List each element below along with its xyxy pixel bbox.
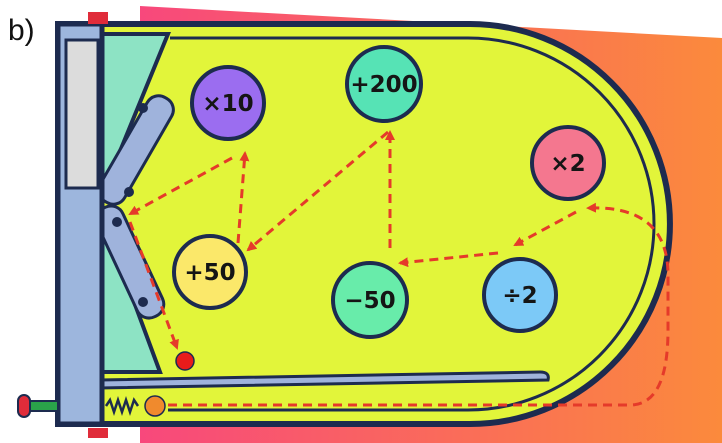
bumper-minus50: −50 xyxy=(331,261,409,339)
plunger-knob[interactable] xyxy=(17,394,31,418)
path-div2-to-minus50 xyxy=(398,251,499,268)
bumper-times2-label: ×2 xyxy=(550,151,585,177)
drain-ball xyxy=(175,351,195,371)
bumper-plus200: +200 xyxy=(345,45,423,123)
launch-guide-rail xyxy=(98,370,550,390)
bumper-times2: ×2 xyxy=(530,125,606,201)
path-times2-to-div2 xyxy=(513,210,577,247)
launch-ball xyxy=(144,395,166,417)
bumper-plus50: +50 xyxy=(172,234,248,310)
bumper-div2-label: ÷2 xyxy=(502,283,537,309)
path-launch-lane xyxy=(168,202,670,407)
path-times10-to-flipper xyxy=(128,156,233,216)
bumper-div2: ÷2 xyxy=(482,257,558,333)
plunger-spring xyxy=(104,396,140,416)
part-label: b) xyxy=(8,14,35,47)
upper-flipper xyxy=(97,94,175,206)
path-plus200-to-plus50 xyxy=(246,130,389,252)
path-flipper-to-drain xyxy=(128,221,179,350)
inner-rail xyxy=(168,36,656,412)
upper-flipper-pivot xyxy=(124,187,134,197)
top-leg xyxy=(88,12,108,24)
lower-flipper-pivot xyxy=(138,297,148,307)
bumper-minus50-label: −50 xyxy=(344,288,395,314)
bumper-times10: ×10 xyxy=(190,65,266,141)
bottom-leg xyxy=(88,428,108,438)
path-plus50-to-times10 xyxy=(236,151,250,244)
lower-flipper-pivot xyxy=(112,217,122,227)
upper-flipper-pivot xyxy=(138,103,148,113)
plunger-rod[interactable] xyxy=(29,400,59,412)
bumper-times10-label: ×10 xyxy=(202,91,253,117)
bumper-plus200-label: +200 xyxy=(350,72,417,98)
ball-path xyxy=(128,130,670,407)
bumper-plus50-label: +50 xyxy=(184,260,235,286)
score-display xyxy=(64,38,100,190)
